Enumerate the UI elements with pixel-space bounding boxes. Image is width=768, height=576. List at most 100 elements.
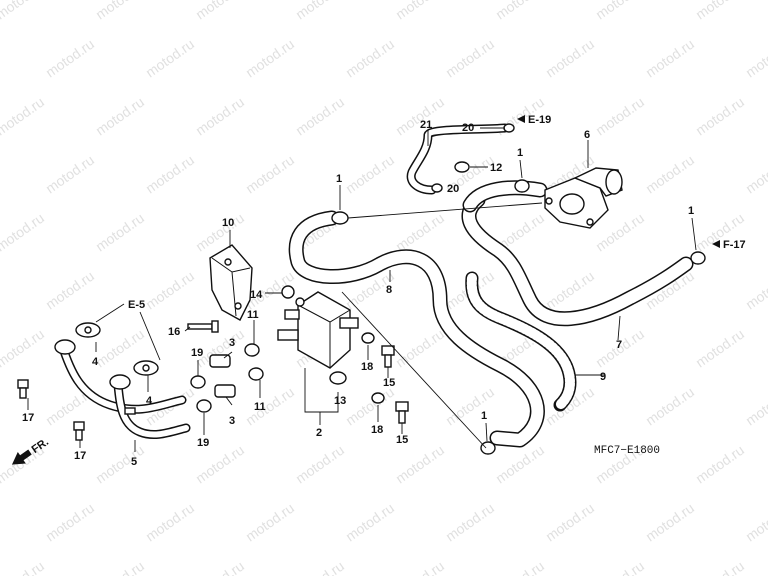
watermark-text: motod.ru bbox=[543, 500, 597, 545]
watermark-text: motod.ru bbox=[193, 0, 247, 22]
clip-20a bbox=[503, 123, 515, 133]
valve-assembly-2 bbox=[277, 291, 359, 369]
watermark-text: motod.ru bbox=[743, 268, 768, 313]
watermark-text: motod.ru bbox=[393, 0, 447, 22]
watermark-text: motod.ru bbox=[243, 500, 297, 545]
watermark-text: motod.ru bbox=[493, 0, 547, 22]
clip-20b bbox=[431, 183, 443, 193]
watermark-text: motod.ru bbox=[443, 500, 497, 545]
hose-7 bbox=[461, 192, 694, 327]
watermark-text: motod.ru bbox=[493, 442, 547, 487]
watermark-text: motod.ru bbox=[643, 384, 697, 429]
watermark-text: motod.ru bbox=[43, 500, 97, 545]
watermark-text: motod.ru bbox=[93, 442, 147, 487]
watermark-text: motod.ru bbox=[593, 94, 647, 139]
flange-5b bbox=[109, 374, 131, 390]
label-part-19a: 19 bbox=[191, 347, 203, 359]
ref-e19-text: E-19 bbox=[528, 114, 551, 126]
watermark-text: motod.ru bbox=[293, 94, 347, 139]
watermark-text: motod.ru bbox=[93, 94, 147, 139]
watermark-text: motod.ru bbox=[743, 152, 768, 197]
label-part-21: 21 bbox=[420, 119, 432, 131]
label-part-4b: 4 bbox=[146, 395, 153, 407]
corrugated-hose-9 bbox=[465, 271, 577, 412]
label-part-1b: 1 bbox=[517, 147, 523, 159]
washer-18a bbox=[361, 332, 375, 344]
watermark-text: motod.ru bbox=[643, 36, 697, 81]
watermark-text: motod.ru bbox=[143, 268, 197, 313]
ref-e19[interactable]: E-19 bbox=[517, 114, 551, 126]
watermark-text: motod.ru bbox=[743, 384, 768, 429]
label-part-15a: 15 bbox=[383, 377, 395, 389]
leader-lines bbox=[27, 127, 697, 452]
label-part-16: 16 bbox=[168, 326, 180, 338]
collar-14 bbox=[281, 285, 295, 299]
watermark-text: motod.ru bbox=[393, 326, 447, 371]
joint-3a bbox=[209, 354, 231, 368]
label-part-18b: 18 bbox=[371, 424, 383, 436]
watermark-text: motod.ru bbox=[643, 500, 697, 545]
callout-labels: 1 1 1 1 2 3 3 4 4 5 6 7 8 9 10 11 11 12 … bbox=[22, 119, 694, 468]
label-part-1d: 1 bbox=[481, 410, 487, 422]
clip-12 bbox=[454, 161, 470, 173]
label-part-13: 13 bbox=[334, 395, 346, 407]
watermark-text: motod.ru bbox=[593, 558, 647, 576]
watermark-text: motod.ru bbox=[543, 36, 597, 81]
label-part-19b: 19 bbox=[197, 437, 209, 449]
label-part-5: 5 bbox=[131, 456, 137, 468]
watermark-text: motod.ru bbox=[293, 558, 347, 576]
label-part-1a: 1 bbox=[336, 173, 342, 185]
ref-e5[interactable]: E-5 bbox=[95, 299, 145, 323]
watermark-text: motod.ru bbox=[243, 152, 297, 197]
label-part-9: 9 bbox=[600, 371, 606, 383]
watermark-text: motod.ru bbox=[443, 384, 497, 429]
bolt-15b bbox=[395, 401, 409, 424]
watermark-text: motod.ru bbox=[143, 152, 197, 197]
front-arrow-icon bbox=[11, 449, 32, 465]
watermark-text: motod.ru bbox=[143, 500, 197, 545]
flange-5a bbox=[54, 339, 76, 355]
watermark-text: motod.ru bbox=[493, 558, 547, 576]
label-part-1c: 1 bbox=[688, 205, 694, 217]
watermark-text: motod.ru bbox=[343, 500, 397, 545]
watermark-text: motod.ru bbox=[93, 210, 147, 255]
label-part-2: 2 bbox=[316, 427, 322, 439]
gasket-4a bbox=[75, 322, 101, 338]
label-part-3b: 3 bbox=[229, 415, 235, 427]
watermark-text: motod.ru bbox=[0, 210, 47, 255]
label-part-7: 7 bbox=[616, 339, 622, 351]
label-part-17b: 17 bbox=[74, 450, 86, 462]
valve-6 bbox=[544, 167, 623, 229]
watermark-text: motod.ru bbox=[43, 152, 97, 197]
label-part-11b: 11 bbox=[254, 401, 266, 413]
watermark-text: motod.ru bbox=[743, 36, 768, 81]
bolt-17b bbox=[73, 421, 85, 441]
watermark-text: motod.ru bbox=[193, 94, 247, 139]
washer-18b bbox=[371, 392, 385, 404]
joint-3b bbox=[214, 384, 236, 398]
clamp-1d bbox=[480, 441, 496, 455]
label-part-8: 8 bbox=[386, 284, 392, 296]
label-part-17a: 17 bbox=[22, 412, 34, 424]
watermark-text: motod.ru bbox=[443, 36, 497, 81]
watermark-text: motod.ru bbox=[543, 268, 597, 313]
watermark-text: motod.ru bbox=[0, 94, 47, 139]
watermark-text: motod.ru bbox=[43, 268, 97, 313]
watermark-text: motod.ru bbox=[343, 36, 397, 81]
watermark-text: motod.ru bbox=[43, 36, 97, 81]
watermark-text: motod.ru bbox=[343, 152, 397, 197]
watermark-text: motod.ru bbox=[693, 0, 747, 22]
diagram-code: MFC7−E1800 bbox=[594, 445, 660, 457]
clamp-19a bbox=[190, 375, 206, 389]
watermark-text: motod.ru bbox=[243, 36, 297, 81]
ref-f17-text: F-17 bbox=[723, 239, 746, 251]
label-part-20b: 20 bbox=[447, 183, 459, 195]
label-part-15b: 15 bbox=[396, 434, 408, 446]
clamp-11b bbox=[248, 367, 264, 381]
ref-f17[interactable]: F-17 bbox=[712, 239, 746, 251]
watermark-text: motod.ru bbox=[393, 442, 447, 487]
pipe-21 bbox=[406, 123, 510, 195]
watermark-text: motod.ru bbox=[143, 36, 197, 81]
watermark-text: motod.ru bbox=[193, 558, 247, 576]
grommet-13 bbox=[329, 371, 347, 385]
